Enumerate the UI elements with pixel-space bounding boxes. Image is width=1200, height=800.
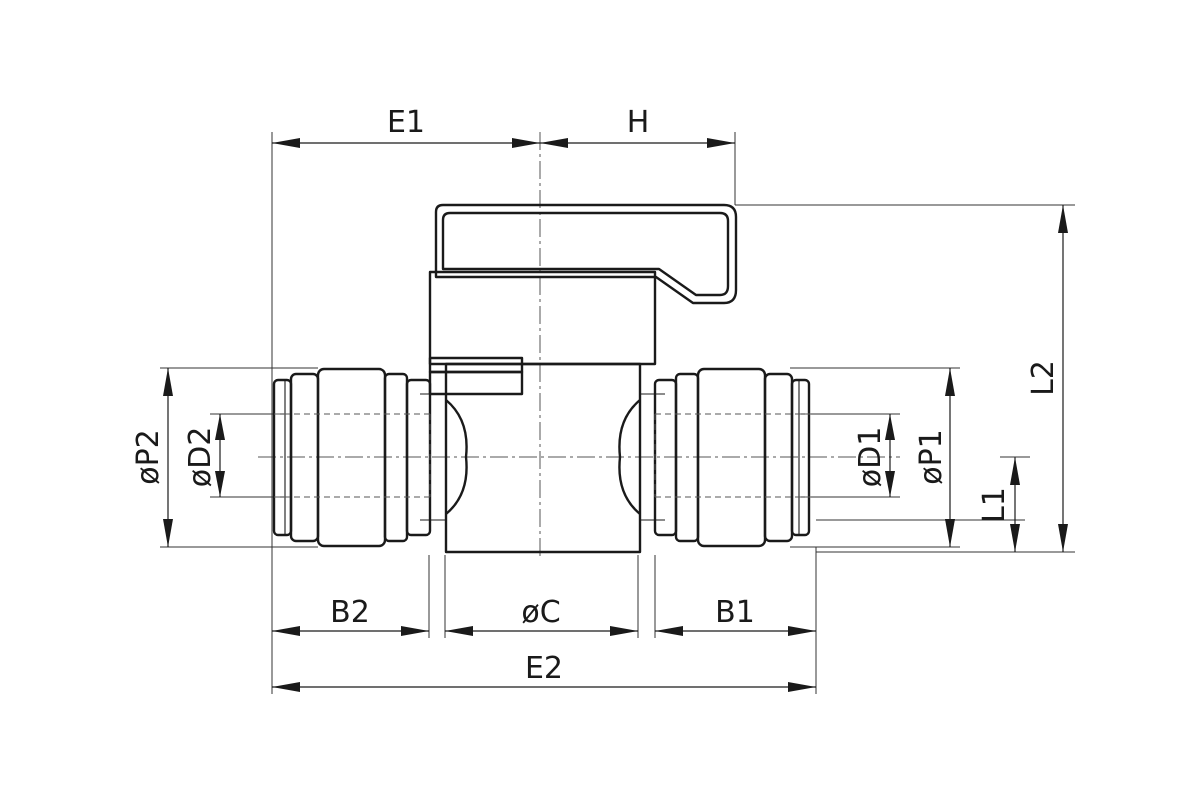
label-d1: øD1 — [853, 427, 888, 488]
lever-handle — [434, 203, 738, 305]
label-l1: L1 — [977, 487, 1012, 523]
label-h: H — [627, 105, 650, 140]
dimension-lines — [163, 138, 1068, 692]
label-p1: øP1 — [914, 429, 949, 485]
label-p2: øP2 — [131, 429, 166, 485]
dimension-labels: E1 H B2 øC B1 E2 øP2 øD2 øD1 øP1 L1 L2 — [131, 105, 1061, 686]
left-connector — [272, 367, 432, 548]
label-d2: øD2 — [183, 427, 218, 488]
label-b1: B1 — [715, 595, 755, 630]
extension-lines — [160, 132, 1075, 694]
label-b2: B2 — [330, 595, 370, 630]
label-e2: E2 — [525, 651, 563, 686]
center-lines — [258, 132, 900, 560]
label-e1: E1 — [387, 105, 425, 140]
valve-body — [420, 270, 665, 554]
label-l2: L2 — [1026, 360, 1061, 396]
label-c: øC — [521, 595, 560, 630]
right-connector — [653, 367, 812, 548]
